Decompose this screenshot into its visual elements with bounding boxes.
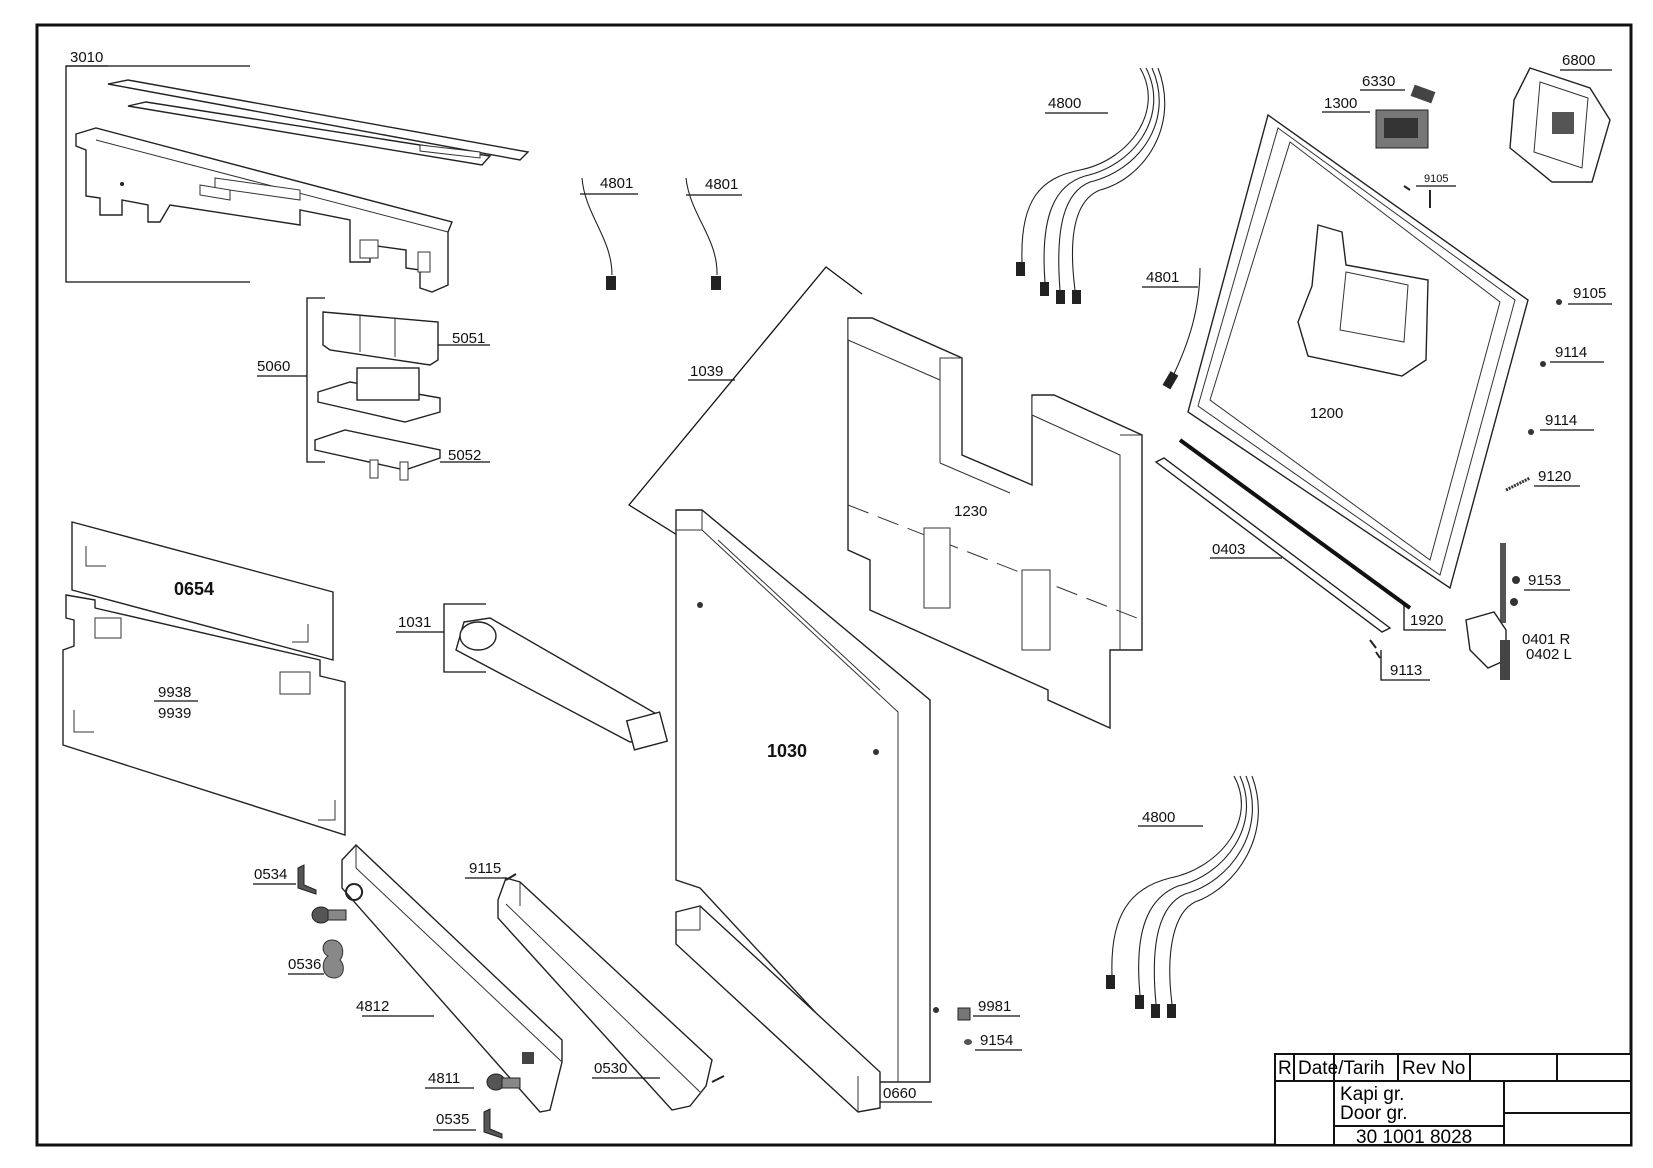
panel-9938 bbox=[62, 594, 346, 836]
part-9981 bbox=[957, 1007, 971, 1021]
part-1300 bbox=[1322, 109, 1429, 149]
label-1230: 1230 bbox=[954, 503, 987, 520]
label-1030: 1030 bbox=[767, 741, 807, 761]
label-0401: 0401 R bbox=[1522, 631, 1571, 648]
label-9939: 9939 bbox=[158, 705, 191, 722]
label-9153: 9153 bbox=[1528, 572, 1561, 589]
harness-4800-top bbox=[1016, 67, 1166, 304]
bottom-bar-0660 bbox=[675, 905, 932, 1113]
label-1920: 1920 bbox=[1410, 612, 1443, 629]
cable-4801-center bbox=[685, 177, 742, 290]
label-4801-right: 4801 bbox=[1146, 269, 1179, 286]
label-0654: 0654 bbox=[174, 579, 214, 599]
logo-mark bbox=[345, 883, 363, 901]
cable-4801-right bbox=[1142, 267, 1201, 390]
electronics-5060 bbox=[257, 297, 490, 481]
screw-9113 bbox=[1369, 639, 1430, 681]
label-9938: 9938 bbox=[158, 684, 191, 701]
label-0535: 0535 bbox=[436, 1111, 469, 1128]
label-4801-center: 4801 bbox=[705, 176, 738, 193]
label-4811: 4811 bbox=[428, 1070, 460, 1087]
screw-9114-b bbox=[1528, 429, 1594, 435]
label-0530: 0530 bbox=[594, 1060, 627, 1077]
dispenser-6800 bbox=[1509, 67, 1612, 183]
label-0536: 0536 bbox=[288, 956, 321, 973]
title-block-rev-header: Rev No bbox=[1402, 1058, 1465, 1079]
title-block-title-tr: Kapi gr. bbox=[1340, 1084, 1404, 1105]
label-4800-bottom: 4800 bbox=[1142, 809, 1175, 826]
panel-4812 bbox=[341, 844, 563, 1113]
door-panel-1030 bbox=[675, 509, 939, 1083]
strip-0530 bbox=[497, 877, 713, 1111]
label-9981: 9981 bbox=[978, 998, 1011, 1015]
label-1300: 1300 bbox=[1324, 95, 1357, 112]
label-9114-a: 9114 bbox=[1555, 344, 1587, 361]
label-6800: 6800 bbox=[1562, 52, 1595, 69]
title-block-drawing-number: 30 1001 8028 bbox=[1356, 1127, 1472, 1148]
bracket-1039 bbox=[628, 266, 863, 539]
handle-1031 bbox=[396, 603, 669, 751]
label-5060: 5060 bbox=[257, 358, 290, 375]
control-panel-3010 bbox=[65, 65, 530, 293]
label-4812: 4812 bbox=[356, 998, 389, 1015]
inner-door-1200 bbox=[1187, 113, 1529, 590]
label-9154: 9154 bbox=[980, 1032, 1013, 1049]
screw-9114-a bbox=[1540, 361, 1604, 367]
label-0402: 0402 L bbox=[1526, 646, 1572, 663]
label-1200: 1200 bbox=[1310, 405, 1343, 422]
spring-9120 bbox=[1505, 476, 1580, 492]
drawing-border bbox=[35, 23, 1633, 1147]
label-5052: 5052 bbox=[448, 447, 481, 464]
label-0660: 0660 bbox=[883, 1085, 916, 1102]
part-9154 bbox=[964, 1039, 972, 1045]
label-9114-b: 9114 bbox=[1545, 412, 1577, 429]
label-9113: 9113 bbox=[1390, 662, 1422, 679]
screw-9105 bbox=[1556, 299, 1612, 305]
cable-4801-left bbox=[580, 177, 638, 290]
label-9105-small: 9105 bbox=[1424, 173, 1448, 185]
label-1031: 1031 bbox=[398, 614, 431, 631]
title-block-date-header: Date/Tarih bbox=[1298, 1058, 1385, 1079]
part-6330 bbox=[1360, 84, 1436, 104]
label-9115: 9115 bbox=[469, 860, 501, 877]
part-0534 bbox=[253, 864, 317, 895]
screw-9115 bbox=[465, 873, 725, 1083]
rail-0403 bbox=[1154, 457, 1392, 633]
title-block bbox=[1274, 1053, 1632, 1146]
label-6330: 6330 bbox=[1362, 73, 1395, 90]
label-4800-top: 4800 bbox=[1048, 95, 1081, 112]
label-9105: 9105 bbox=[1573, 285, 1606, 302]
knob-4811 bbox=[425, 1073, 521, 1091]
seal-1920 bbox=[1178, 438, 1446, 631]
harness-4800-bottom bbox=[1106, 775, 1259, 1018]
label-0403: 0403 bbox=[1212, 541, 1245, 558]
label-3010: 3010 bbox=[70, 49, 103, 66]
part-0536 bbox=[288, 939, 344, 979]
label-5051: 5051 bbox=[452, 330, 485, 347]
insulation-1230 bbox=[847, 317, 1143, 730]
knob-4811-top bbox=[311, 906, 347, 924]
screw-9105-small bbox=[1403, 185, 1431, 208]
label-0534: 0534 bbox=[254, 866, 287, 883]
part-0535 bbox=[433, 1108, 503, 1139]
hinge-0401-0402 bbox=[1465, 543, 1570, 680]
label-9120: 9120 bbox=[1538, 468, 1571, 485]
label-1039: 1039 bbox=[690, 363, 723, 380]
title-block-title-en: Door gr. bbox=[1340, 1103, 1408, 1124]
panel-0654 bbox=[71, 521, 334, 661]
label-4801-left: 4801 bbox=[600, 175, 633, 192]
title-block-r: R bbox=[1278, 1058, 1292, 1079]
